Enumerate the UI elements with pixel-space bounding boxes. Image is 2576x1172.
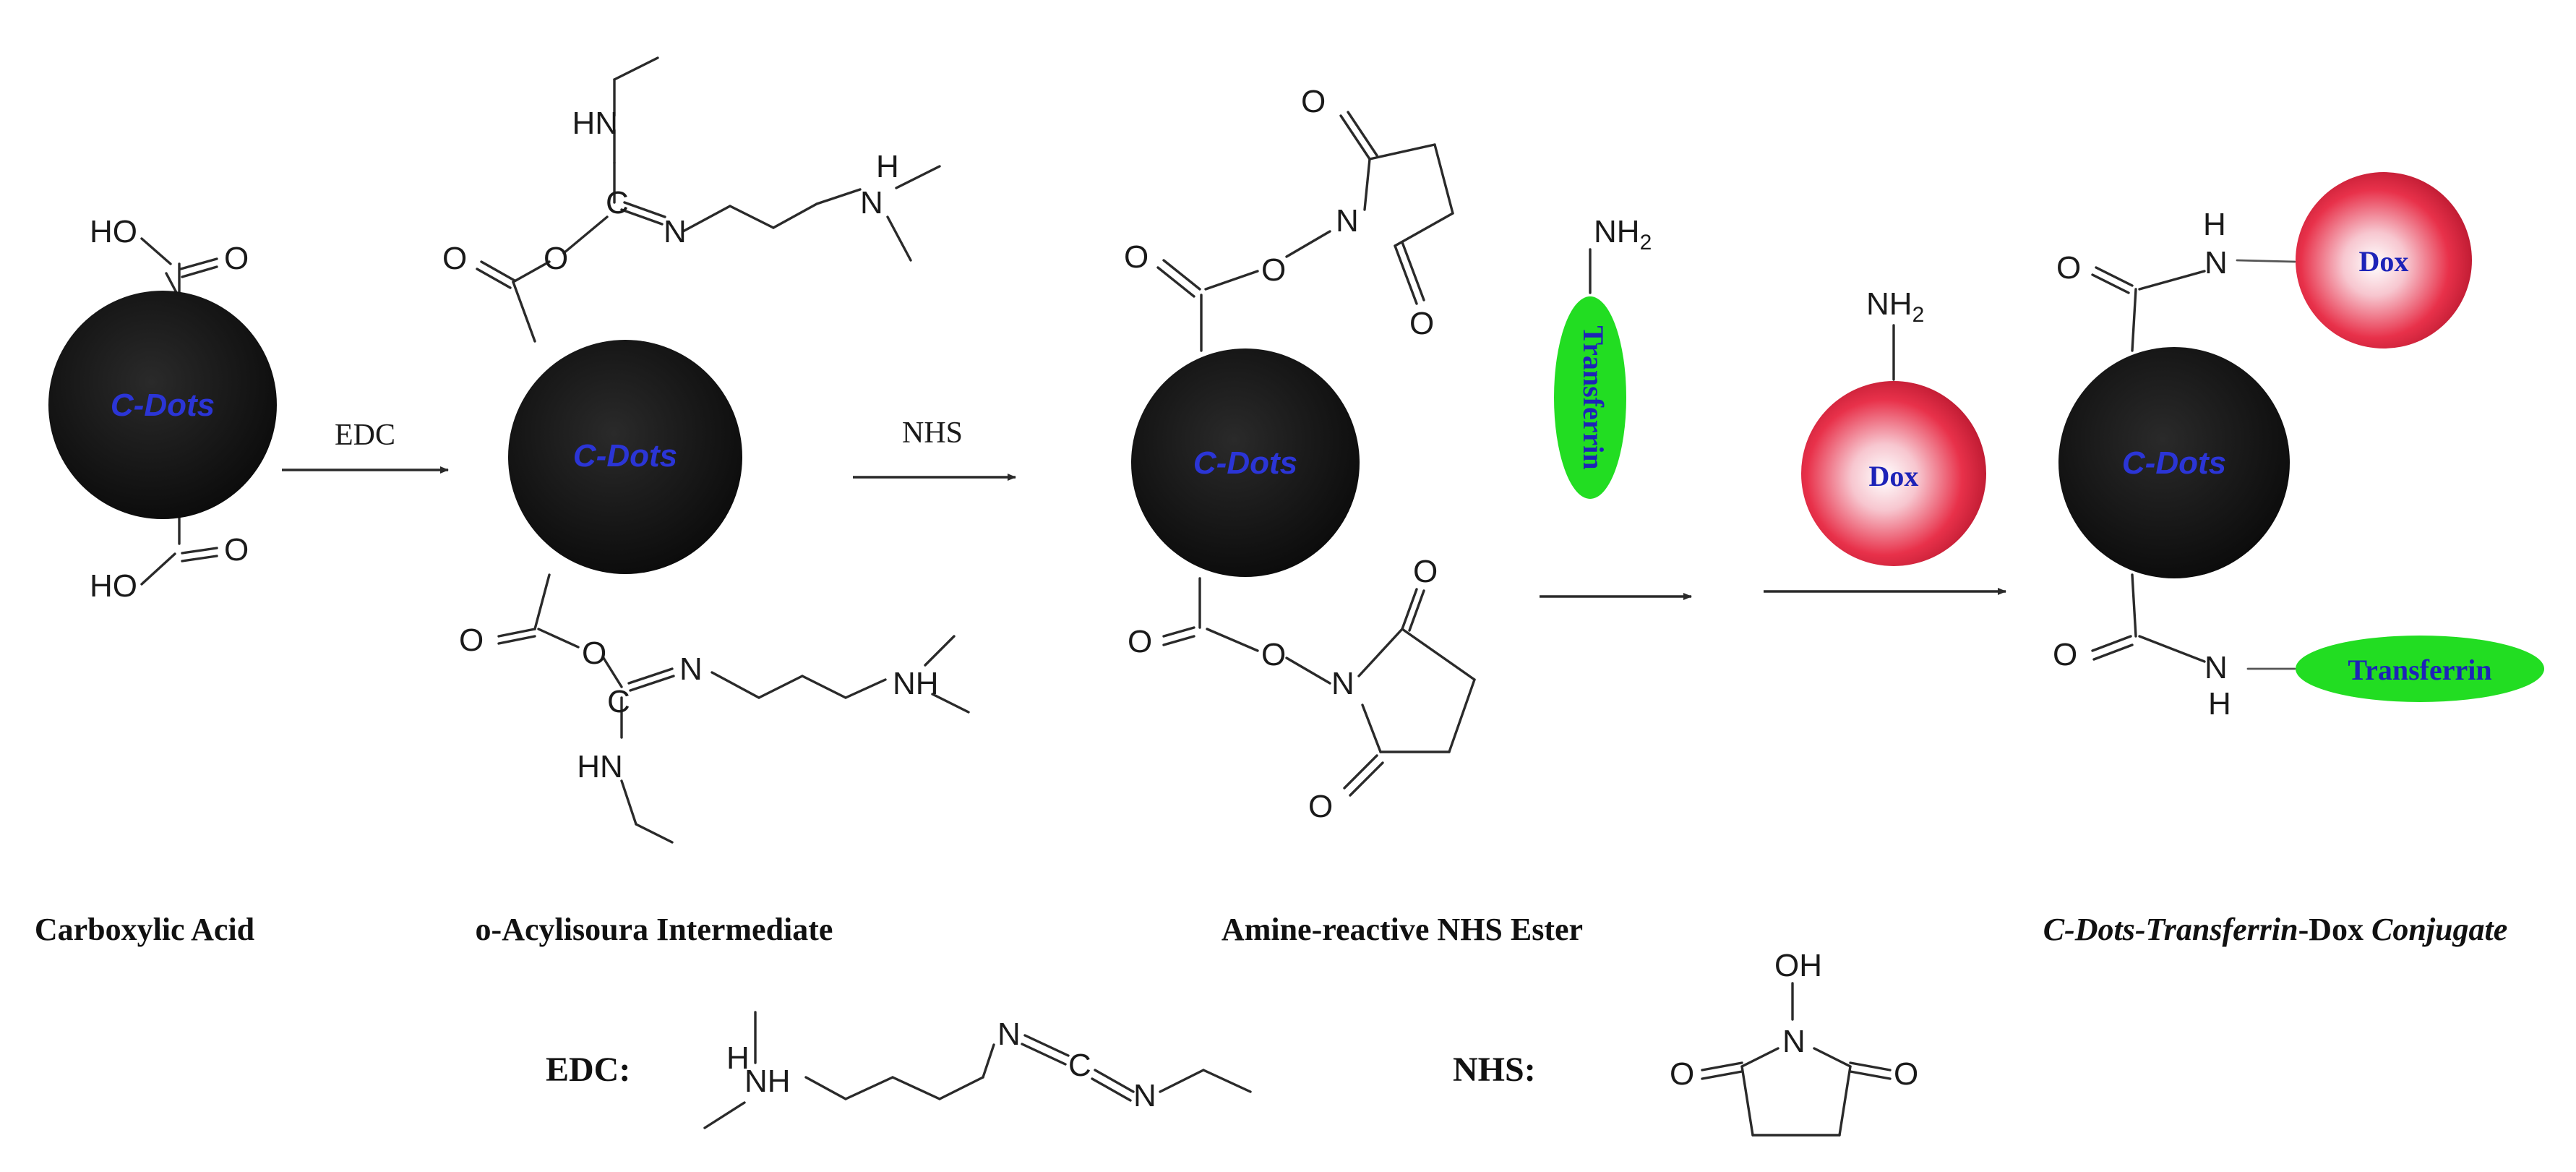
caption-carboxylic-acid: Carboxylic Acid xyxy=(35,912,254,947)
edc-legend-structure: EDC: H NH N C N xyxy=(546,1011,1252,1129)
atom-h-amide-top: H xyxy=(2203,207,2226,242)
cdots-label-4: C-Dots xyxy=(2122,445,2226,481)
carboxylic-acid-structure: C-Dots HO O O HO xyxy=(48,214,277,604)
dox-ball-conjugate xyxy=(2296,172,2472,348)
transferrin-reagent: NH2 Transferrin xyxy=(1554,214,1652,499)
edc-n2: N xyxy=(1133,1078,1156,1113)
atom-o-link-top: O xyxy=(1261,252,1286,288)
atom-hn-top: HN xyxy=(572,106,618,141)
atom-o-succ-top-a: O xyxy=(1301,84,1326,119)
cdots-particle-4 xyxy=(2058,347,2290,578)
atom-n-top: N xyxy=(664,214,687,249)
atom-o-succ-bottom-b: O xyxy=(1308,789,1333,824)
atom-o-carbonyl-ester-bottom: O xyxy=(1128,624,1152,659)
atom-n-amide-top: N xyxy=(2204,245,2228,281)
atom-o-amide-top: O xyxy=(2056,250,2081,286)
atom-o-bottom: O xyxy=(224,532,249,568)
atom-n-succ-top: N xyxy=(1336,203,1359,239)
cdots-particle-3 xyxy=(1131,348,1360,577)
nhs-o-left: O xyxy=(1670,1056,1694,1092)
edc-reagent-label: EDC xyxy=(335,419,395,452)
cdots-particle-1 xyxy=(48,291,277,519)
nhs-ester-structure: C-Dots O O N O O xyxy=(1124,84,1476,824)
dox-reagent: NH2 Dox xyxy=(1801,286,1986,566)
atom-n-succ-bottom: N xyxy=(1331,666,1354,701)
nhs-arrow: NHS xyxy=(853,416,1016,481)
edc-n1: N xyxy=(997,1017,1021,1052)
atom-ho-top: HO xyxy=(90,214,137,249)
atom-n-bottom: N xyxy=(679,651,703,687)
dox-label-reagent: Dox xyxy=(1869,460,1919,492)
transferrin-ellipse-horizontal xyxy=(2296,636,2544,702)
nhs-o-right: O xyxy=(1894,1056,1918,1092)
edc-c: C xyxy=(1068,1048,1091,1083)
atom-nh-amide-bottom: N xyxy=(2204,650,2228,685)
atom-n-cation-top: N xyxy=(860,185,883,221)
atom-o-succ-bottom-a: O xyxy=(1413,554,1438,589)
transferrin-nh2-label: NH2 xyxy=(1594,214,1652,254)
edc-legend-label: EDC: xyxy=(546,1051,630,1089)
atom-h-amide-bottom: H xyxy=(2208,686,2231,722)
atom-o-ester-bottom: O xyxy=(582,636,606,671)
atom-nh-cation-top: H xyxy=(876,149,899,184)
dox-label-conjugate: Dox xyxy=(2359,245,2409,278)
nhs-oh: OH xyxy=(1774,948,1822,983)
atom-o-succ-top-b: O xyxy=(1409,306,1434,341)
edc-cation-h: H xyxy=(726,1040,750,1076)
nhs-n: N xyxy=(1782,1024,1806,1059)
atom-hn-bottom: HN xyxy=(577,749,623,784)
edc-arrow: EDC xyxy=(282,419,449,474)
atom-c-bottom: C xyxy=(607,684,630,719)
nhs-reagent-label: NHS xyxy=(902,416,963,450)
conjugate-structure: C-Dots O H N O N H Dox Transferrin xyxy=(2053,172,2544,722)
cdots-label-3: C-Dots xyxy=(1193,445,1297,481)
atom-o-carbonyl-ester-top: O xyxy=(1124,239,1149,275)
acylisourea-structure: C-Dots HN C xyxy=(442,56,970,844)
cdots-label-1: C-Dots xyxy=(111,388,215,423)
nhs-legend-structure: NHS: OH N O O xyxy=(1453,948,1918,1137)
edc-nh: NH xyxy=(744,1064,791,1099)
atom-o-carbonyl-bottom: O xyxy=(459,623,484,658)
atom-nh-cation-bottom: NH xyxy=(893,666,939,701)
atom-c-top: C xyxy=(606,185,629,221)
transferrin-ellipse-vertical xyxy=(1554,296,1626,499)
atom-o-top: O xyxy=(224,241,249,276)
cdots-particle-2 xyxy=(508,340,742,574)
dox-ball-reagent xyxy=(1801,381,1986,566)
nhs-legend-label: NHS: xyxy=(1453,1051,1536,1089)
atom-o-link-bottom: O xyxy=(1261,637,1286,672)
caption-conjugate: C-Dots-Transferrin-Dox Conjugate xyxy=(2043,912,2508,947)
caption-nhs-ester: Amine-reactive NHS Ester xyxy=(1222,912,1583,947)
dox-nh2-label: NH2 xyxy=(1866,286,1924,327)
cdots-label-2: C-Dots xyxy=(573,438,677,474)
atom-ho-bottom: HO xyxy=(90,568,137,604)
caption-acylisourea: o-Acylisoura Intermediate xyxy=(476,912,833,947)
transferrin-label-horizontal: Transferrin xyxy=(2348,654,2491,686)
atom-o-carbonyl-top: O xyxy=(442,241,467,276)
transferrin-label-vertical: Transferrin xyxy=(1577,325,1610,469)
atom-o-amide-bottom: O xyxy=(2053,637,2077,672)
atom-o-ester-top: O xyxy=(544,241,568,276)
